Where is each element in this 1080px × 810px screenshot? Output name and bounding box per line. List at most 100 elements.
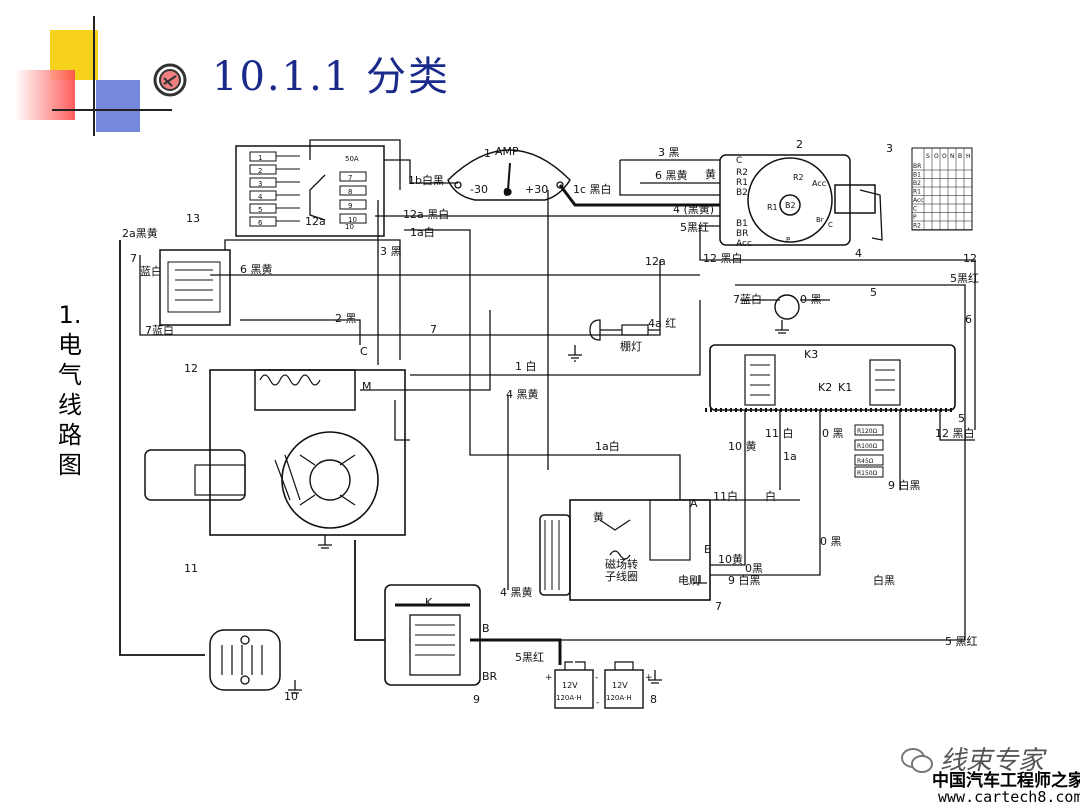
svg-text:13: 13 bbox=[186, 212, 200, 225]
relay-13 bbox=[159, 249, 231, 326]
svg-text:11: 11 bbox=[184, 562, 198, 575]
svg-text:C: C bbox=[828, 221, 833, 229]
svg-text:K2: K2 bbox=[818, 381, 832, 394]
svg-text:7蓝白: 7蓝白 bbox=[145, 323, 174, 337]
fuse-label-top: 50A bbox=[345, 155, 359, 163]
svg-text:K1: K1 bbox=[838, 381, 852, 394]
fuse bbox=[249, 164, 277, 175]
svg-text:磁场转: 磁场转 bbox=[605, 557, 638, 571]
deco-blue-block bbox=[96, 80, 140, 132]
table-col-header: O bbox=[934, 153, 939, 160]
svg-text:2a黑黄: 2a黑黄 bbox=[122, 226, 158, 240]
ignition-switch: R2 Acc R1 B2 Br C P C R2 R1 B2 B1 BR Acc bbox=[719, 154, 883, 249]
svg-text:6: 6 bbox=[965, 313, 972, 326]
fuse bbox=[249, 190, 277, 201]
svg-text:9 白黑: 9 白黑 bbox=[728, 573, 761, 587]
ammeter-amp-label: AMP bbox=[495, 145, 519, 158]
svg-text:12 黑白: 12 黑白 bbox=[935, 426, 975, 440]
ammeter-zero-label: 0 bbox=[503, 186, 510, 199]
svg-text:黄: 黄 bbox=[593, 510, 604, 524]
svg-text:蓝白: 蓝白 bbox=[140, 264, 162, 278]
svg-text:K3: K3 bbox=[804, 348, 818, 361]
fuse bbox=[249, 151, 277, 162]
wechat-icon bbox=[901, 748, 933, 773]
table-col-header: S bbox=[926, 153, 930, 160]
batteries: 12V 120A·H 12V 120A·H + - + - bbox=[545, 661, 653, 709]
svg-text:Acc: Acc bbox=[812, 179, 826, 188]
fuse-number: 9 bbox=[348, 202, 352, 210]
svg-text:11 白: 11 白 bbox=[765, 426, 794, 440]
fuse-number: 1 bbox=[258, 154, 262, 162]
svg-text:12 黑白: 12 黑白 bbox=[963, 251, 980, 265]
table-col-header: O bbox=[942, 153, 947, 160]
svg-text:+: + bbox=[545, 673, 553, 683]
table-col-header: N bbox=[950, 153, 955, 160]
fuse-number: 7 bbox=[348, 174, 352, 182]
svg-text:R150Ω: R150Ω bbox=[857, 470, 878, 477]
svg-text:Br: Br bbox=[816, 216, 824, 224]
svg-text:B1: B1 bbox=[736, 219, 748, 229]
svg-text:P: P bbox=[786, 236, 790, 244]
side-label-char: 图 bbox=[58, 451, 82, 479]
svg-text:12V: 12V bbox=[562, 681, 578, 690]
ammeter: AMP -30 0 +30 bbox=[447, 145, 571, 201]
svg-text:9: 9 bbox=[473, 693, 480, 706]
svg-text:R2: R2 bbox=[736, 168, 748, 178]
svg-text:棚灯: 棚灯 bbox=[620, 339, 642, 353]
svg-text:K: K bbox=[425, 596, 433, 609]
svg-text:10: 10 bbox=[284, 690, 298, 703]
svg-text:5黑红: 5黑红 bbox=[950, 272, 979, 285]
ammeter-plus-label: +30 bbox=[525, 183, 548, 196]
svg-text:-: - bbox=[595, 673, 598, 683]
svg-text:2 黑: 2 黑 bbox=[335, 312, 357, 325]
svg-text:1a: 1a bbox=[783, 450, 797, 463]
svg-text:9 白黑: 9 白黑 bbox=[888, 478, 921, 492]
svg-text:7: 7 bbox=[130, 252, 137, 265]
battery-relay bbox=[384, 584, 481, 686]
svg-text:4 (黑黄): 4 (黑黄) bbox=[673, 202, 714, 216]
svg-text:4 黑黄: 4 黑黄 bbox=[500, 585, 533, 599]
table-col-header: B bbox=[958, 153, 962, 160]
alternator bbox=[539, 499, 711, 601]
component-numbers: 1 2 3 4 5 6 7 8 9 10 11 12 13 5 bbox=[184, 138, 972, 706]
svg-text:R2: R2 bbox=[793, 173, 804, 182]
svg-text:R1: R1 bbox=[767, 203, 778, 212]
horn bbox=[209, 629, 281, 691]
svg-text:Acc: Acc bbox=[736, 239, 752, 249]
svg-text:A: A bbox=[690, 497, 698, 510]
table-row-header: P bbox=[913, 214, 917, 221]
svg-text:0 黑: 0 黑 bbox=[800, 293, 822, 306]
svg-text:子线圈: 子线圈 bbox=[605, 569, 638, 583]
svg-text:12V: 12V bbox=[612, 681, 628, 690]
svg-text:5: 5 bbox=[958, 412, 965, 425]
svg-text:1a白: 1a白 bbox=[410, 225, 435, 239]
ground-symbols bbox=[288, 320, 789, 694]
svg-text:R1: R1 bbox=[736, 178, 748, 188]
svg-text:1c 黑白: 1c 黑白 bbox=[573, 182, 612, 196]
watermark-name: 线束专家 bbox=[940, 746, 1045, 776]
fuse-number: 6 bbox=[258, 219, 263, 227]
fuse bbox=[249, 216, 277, 227]
svg-text:0 黑: 0 黑 bbox=[820, 535, 842, 548]
svg-text:7: 7 bbox=[430, 323, 437, 336]
svg-text:2: 2 bbox=[796, 138, 803, 151]
side-label-char: 路 bbox=[58, 421, 82, 449]
svg-text:12a 黑白: 12a 黑白 bbox=[403, 207, 449, 221]
fuse bbox=[339, 171, 367, 182]
svg-text:6 黑黄: 6 黑黄 bbox=[240, 262, 273, 276]
side-label-char: 1. bbox=[58, 301, 82, 329]
fuse-number: 8 bbox=[348, 188, 352, 196]
table-col-header: H bbox=[966, 153, 971, 160]
watermark-org: 中国汽车工程师之家 bbox=[932, 771, 1080, 791]
svg-text:+: + bbox=[645, 673, 653, 683]
svg-text:C: C bbox=[736, 156, 742, 166]
svg-text:5 黑红: 5 黑红 bbox=[945, 635, 978, 648]
deco-vertical-line bbox=[93, 16, 95, 136]
svg-text:5黑红: 5黑红 bbox=[680, 221, 709, 234]
fuse-label-bottom: 10 bbox=[345, 223, 354, 231]
table-row-header: R2 bbox=[913, 223, 921, 230]
fuse bbox=[339, 199, 367, 210]
wire-labels: 1b白黑 1c 黑白 3 黑 6 黑黄 黄 4 (黑黄) 5黑红 12 黑白 1… bbox=[122, 146, 980, 683]
